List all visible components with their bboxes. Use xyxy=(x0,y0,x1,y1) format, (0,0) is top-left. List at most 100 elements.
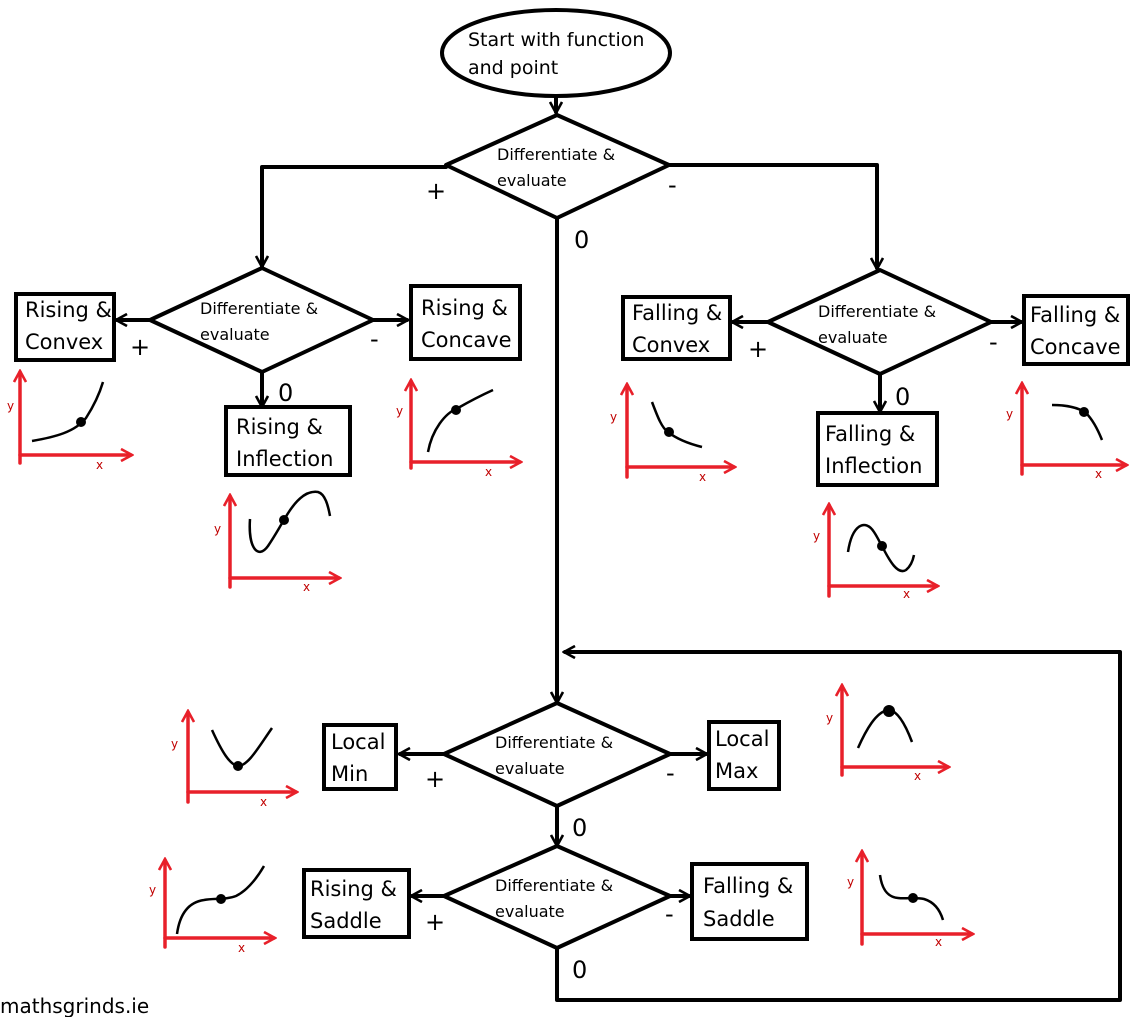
graph-rising-concave: y x xyxy=(396,381,520,479)
rising-saddle-line2: Saddle xyxy=(310,909,382,933)
decision-diamonds xyxy=(148,113,993,950)
axis-x-label: x xyxy=(699,470,706,484)
graph-falling-convex: y x xyxy=(610,385,734,484)
arrow-top-minus xyxy=(667,163,877,268)
rising-saddle-line1: Rising & xyxy=(310,877,397,901)
diamond-labels: Differentiate & evaluate Differentiate &… xyxy=(200,145,936,921)
outcome-boxes xyxy=(14,284,1130,941)
axis-x-label: x xyxy=(260,795,267,809)
axis-y-label: y xyxy=(1006,407,1013,421)
local-max-line1: Local xyxy=(715,727,769,751)
axis-y-label: y xyxy=(214,522,221,536)
connectors xyxy=(117,94,1122,1002)
branch-signs: + - 0 + - 0 + - 0 + - 0 + - 0 xyxy=(130,171,998,984)
falling-concave-line2: Concave xyxy=(1030,335,1121,359)
rising-concave-line2: Concave xyxy=(421,328,512,352)
diamond-left xyxy=(148,266,375,374)
box-falling-convex xyxy=(621,295,732,361)
sign-right-zero: 0 xyxy=(895,383,910,411)
axis-y-label: y xyxy=(171,737,178,751)
box-rising-convex xyxy=(14,292,116,362)
axis-x-label: x xyxy=(303,580,310,594)
diamond-top-line1: Differentiate & xyxy=(497,145,615,164)
diamond-saddle-line2: evaluate xyxy=(495,902,565,921)
rising-inflection-line2: Inflection xyxy=(236,447,333,471)
axis-x-label: x xyxy=(96,458,103,472)
arrow-loop-back xyxy=(555,652,1122,1002)
sign-right-minus: - xyxy=(989,328,998,356)
sign-minmax-zero: 0 xyxy=(572,814,587,842)
box-falling-saddle xyxy=(690,862,809,941)
sign-right-plus: + xyxy=(748,335,768,363)
local-min-line2: Min xyxy=(331,762,368,786)
falling-saddle-line1: Falling & xyxy=(703,874,793,898)
diamond-right-line2: evaluate xyxy=(818,328,888,347)
axis-x-label: x xyxy=(914,769,921,783)
box-rising-saddle xyxy=(302,868,411,939)
diamond-left-line2: evaluate xyxy=(200,325,270,344)
outcome-labels: Rising & Convex Rising & Concave Rising … xyxy=(25,296,1121,933)
axis-x-label: x xyxy=(1095,467,1102,481)
diamond-top xyxy=(444,113,671,220)
sign-saddle-plus: + xyxy=(425,908,445,936)
falling-inflection-line2: Inflection xyxy=(825,454,922,478)
diamond-saddle-line1: Differentiate & xyxy=(495,876,613,895)
diamond-right-line1: Differentiate & xyxy=(818,302,936,321)
local-max-line2: Max xyxy=(715,759,758,783)
falling-convex-line1: Falling & xyxy=(632,301,722,325)
axis-x-label: x xyxy=(238,941,245,955)
sign-top-zero: 0 xyxy=(574,226,589,254)
axis-y-label: y xyxy=(847,875,854,889)
arrow-top-plus xyxy=(262,165,448,266)
sign-minmax-minus: - xyxy=(666,759,675,787)
box-rising-concave xyxy=(409,284,522,361)
start-line1: Start with function xyxy=(468,29,644,51)
axis-x-label: x xyxy=(485,465,492,479)
rising-concave-line1: Rising & xyxy=(421,296,508,320)
rising-inflection-line1: Rising & xyxy=(236,415,323,439)
graph-local-max: y x xyxy=(826,686,948,783)
local-min-line1: Local xyxy=(331,730,385,754)
diamond-minmax-line1: Differentiate & xyxy=(495,733,613,752)
diamond-right xyxy=(766,268,993,376)
start-node: Start with function and point xyxy=(440,8,672,98)
graph-rising-convex: y x xyxy=(7,372,131,472)
diamond-saddle xyxy=(442,844,672,950)
sign-saddle-minus: - xyxy=(665,900,674,928)
axis-y-label: y xyxy=(149,883,156,897)
axis-y-label: y xyxy=(826,711,833,725)
sign-minmax-plus: + xyxy=(425,765,445,793)
sign-left-zero: 0 xyxy=(278,379,293,407)
diamond-minmax-line2: evaluate xyxy=(495,759,565,778)
falling-concave-line1: Falling & xyxy=(1030,303,1120,327)
graph-falling-saddle: y x xyxy=(847,852,972,949)
graph-falling-inflection: y x xyxy=(813,505,937,601)
sign-top-minus: - xyxy=(668,171,677,199)
box-local-max xyxy=(707,720,781,791)
axis-x-label: x xyxy=(903,587,910,601)
start-line2: and point xyxy=(468,57,558,79)
sign-left-plus: + xyxy=(130,333,150,361)
axis-y-label: y xyxy=(396,404,403,418)
diamond-top-line2: evaluate xyxy=(497,171,567,190)
diamond-left-line1: Differentiate & xyxy=(200,299,318,318)
box-rising-inflection xyxy=(224,405,352,477)
falling-convex-line2: Convex xyxy=(632,333,710,357)
sign-top-plus: + xyxy=(426,177,446,205)
box-falling-inflection xyxy=(816,411,939,487)
falling-inflection-line1: Falling & xyxy=(825,422,915,446)
diamond-minmax xyxy=(442,701,672,808)
axis-y-label: y xyxy=(813,529,820,543)
sign-saddle-zero: 0 xyxy=(572,956,587,984)
rising-convex-line1: Rising & xyxy=(25,298,112,322)
graph-rising-inflection: y x xyxy=(214,490,339,594)
box-local-min xyxy=(322,723,398,791)
axis-x-label: x xyxy=(935,935,942,949)
graph-falling-concave: y x xyxy=(1006,384,1126,481)
sign-left-minus: - xyxy=(370,325,379,353)
watermark: mathsgrinds.ie xyxy=(0,994,149,1017)
graph-local-min: y x xyxy=(171,712,296,809)
graph-rising-saddle: y x xyxy=(149,860,274,955)
rising-convex-line2: Convex xyxy=(25,330,103,354)
